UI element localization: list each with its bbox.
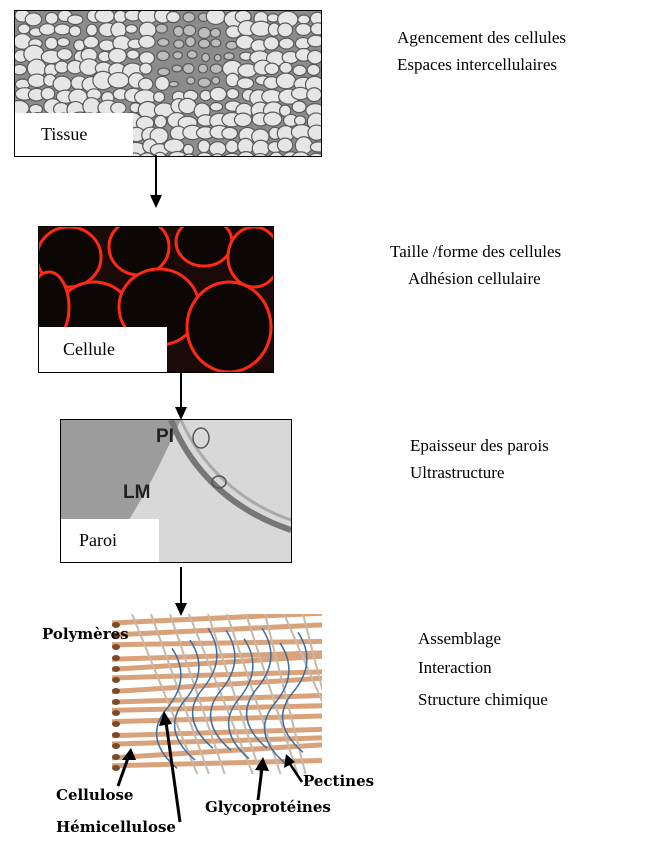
glycoproteins-label: Glycoprotéines xyxy=(205,798,331,816)
cellulose-arrowhead-icon xyxy=(122,748,136,760)
polymer-desc-line: Structure chimique xyxy=(418,685,548,714)
polymer-description: Assemblage Interaction Structure chimiqu… xyxy=(418,624,548,714)
pectin-arrowhead-icon xyxy=(284,754,295,768)
polymers-label: Polymères xyxy=(42,625,129,643)
hemicellulose-arrowhead-icon xyxy=(159,711,172,726)
polymer-desc-line: Interaction xyxy=(418,653,548,682)
pectin-arrow-icon xyxy=(290,764,302,782)
cellulose-arrow-icon xyxy=(118,758,128,786)
cellulose-label: Cellulose xyxy=(56,786,133,804)
hemicellulose-label: Hémicellulose xyxy=(56,818,176,836)
hemicellulose-arrow-icon xyxy=(166,722,180,822)
glycoprotein-arrowhead-icon xyxy=(255,757,269,771)
pectins-label: Pectines xyxy=(303,772,374,790)
glycoprotein-arrow-icon xyxy=(258,768,262,800)
polymer-desc-line: Assemblage xyxy=(418,624,548,653)
